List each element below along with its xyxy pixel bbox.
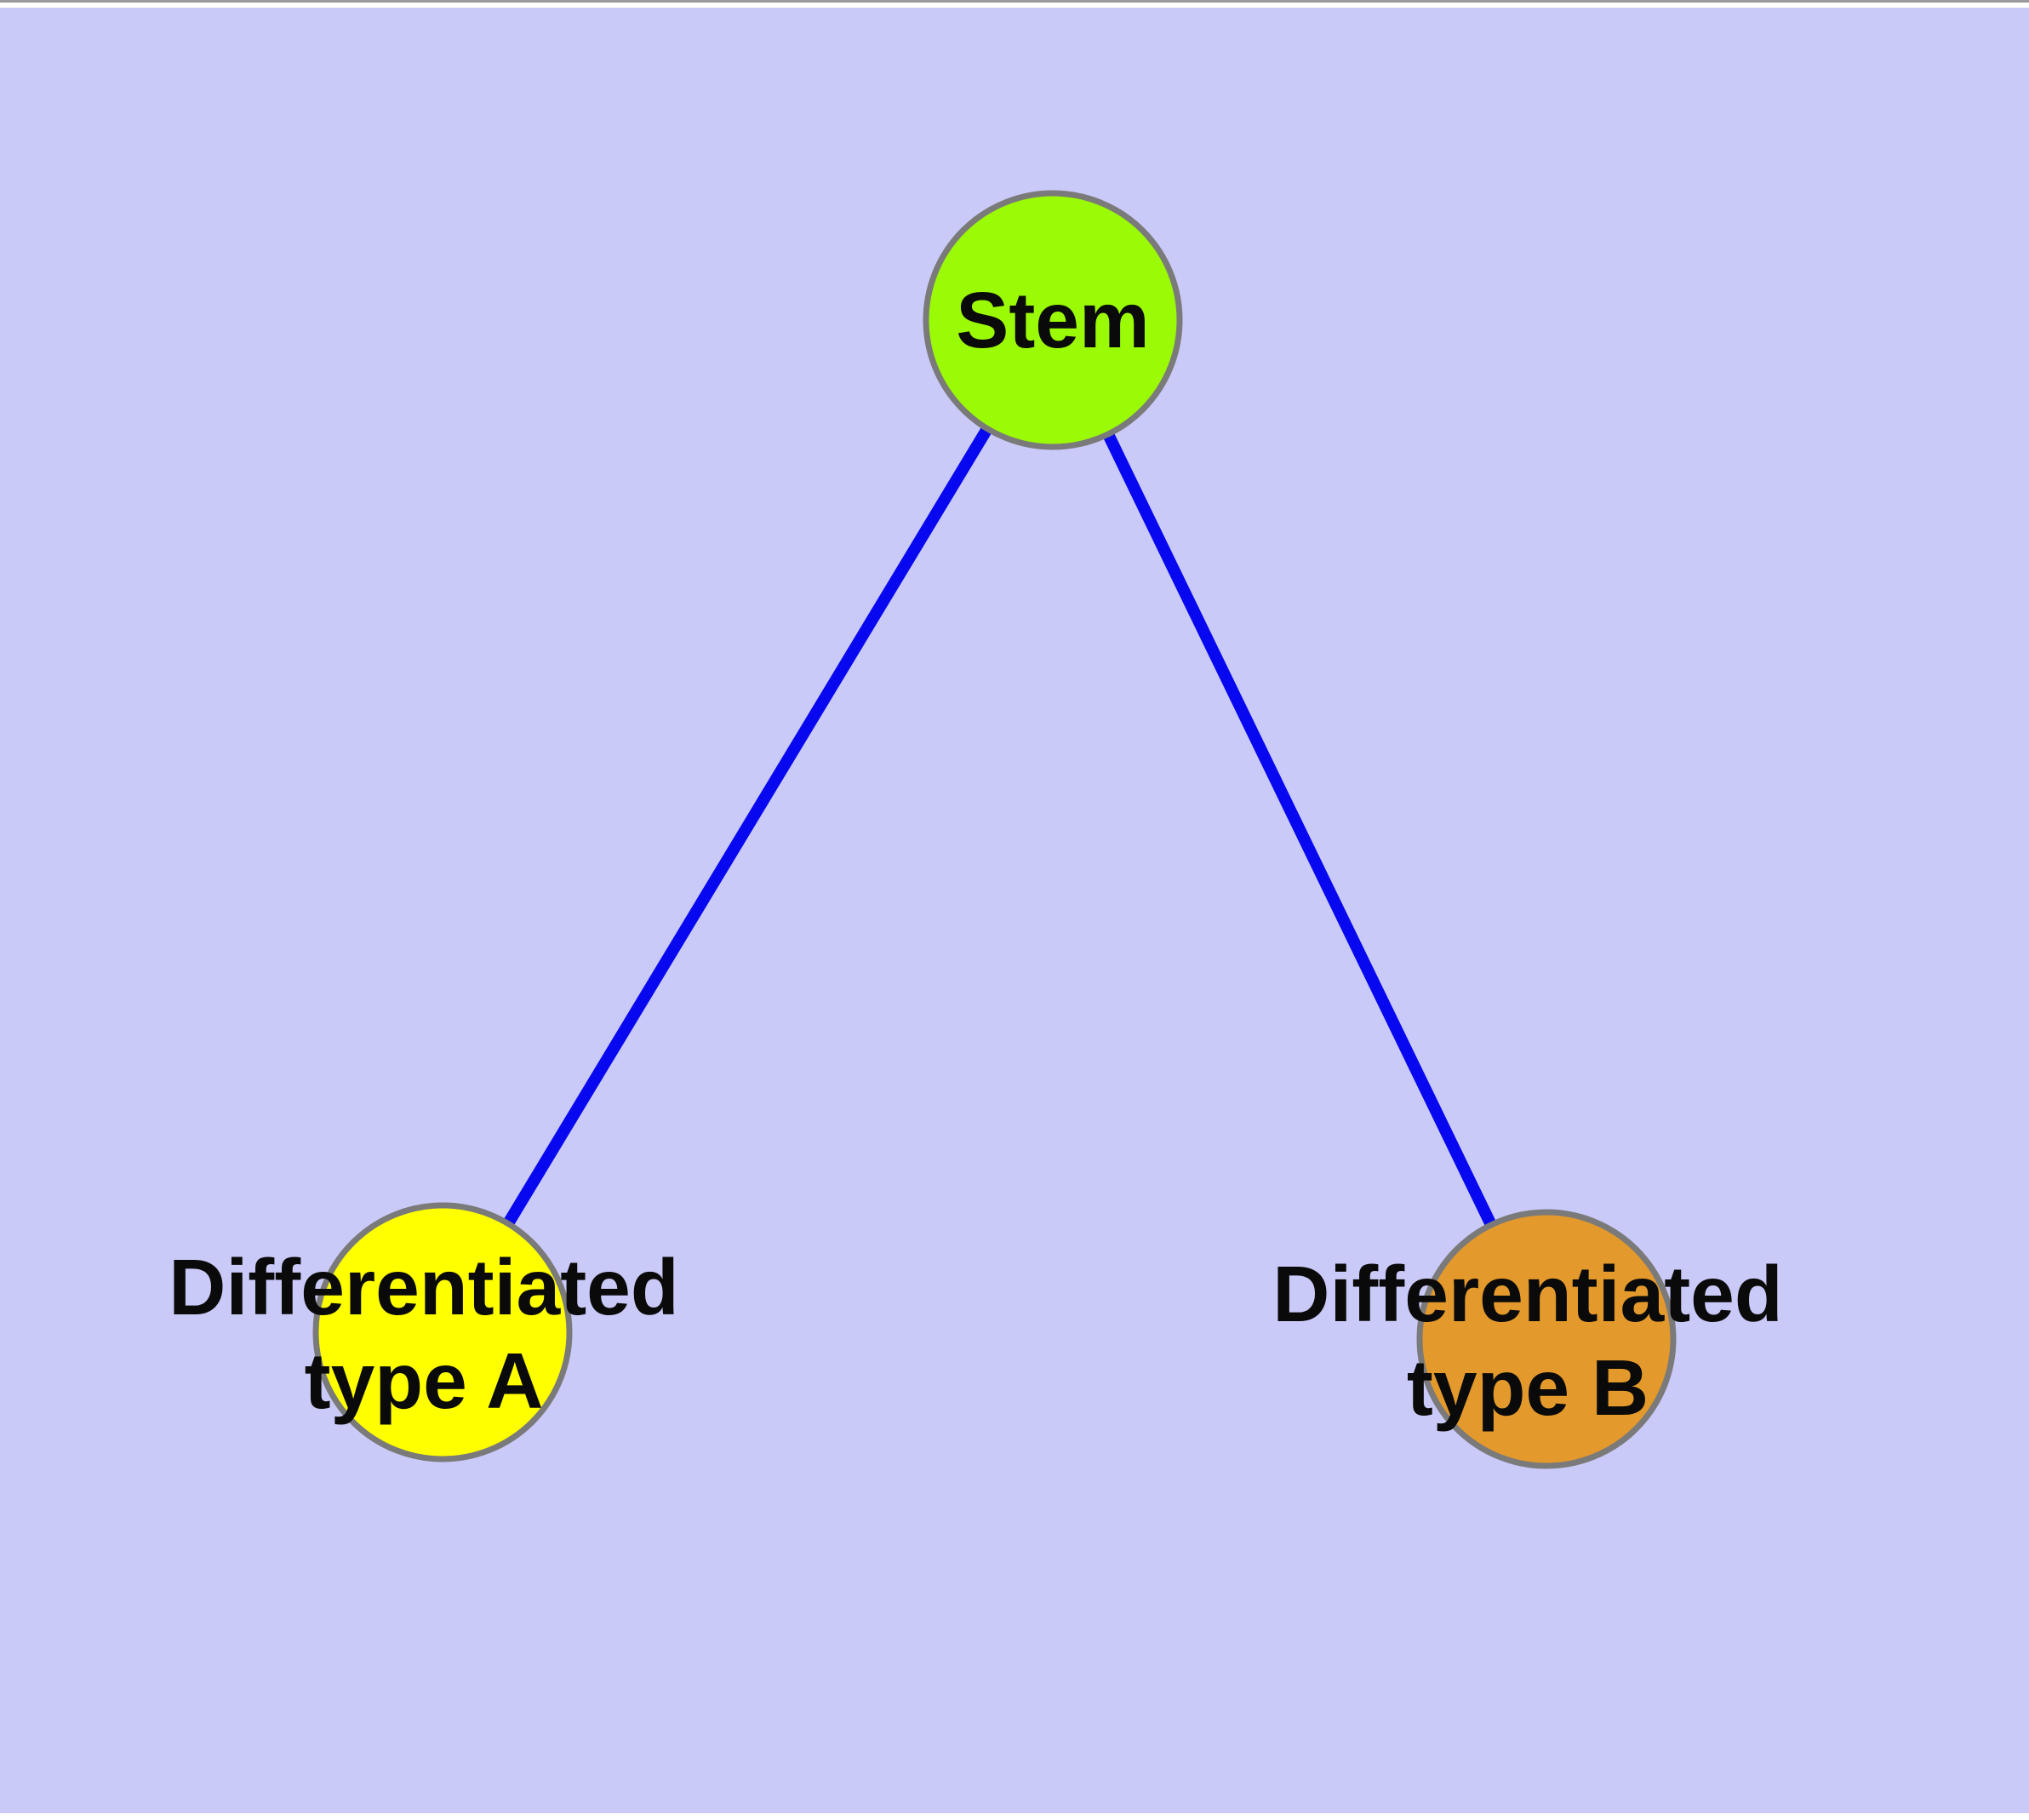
type-a-node-label: Differentiated type A: [169, 1240, 678, 1428]
type-b-label-line2: type B: [1406, 1343, 1649, 1432]
type-b-node-circle: [1416, 1209, 1677, 1469]
type-b-label-line1: Differentiated: [1272, 1250, 1783, 1338]
type-b-node-label: Differentiated type B: [1272, 1247, 1782, 1434]
type-a-node-circle: [312, 1202, 573, 1462]
edge-stem-to-type-b: [1047, 317, 1552, 1342]
top-hairline: [0, 0, 2029, 3]
stem-node-circle: [923, 190, 1183, 450]
type-a-label-line1: Differentiated: [169, 1243, 679, 1331]
type-a-label-line2: type A: [304, 1336, 544, 1425]
stem-node-label-text: Stem: [956, 276, 1150, 364]
edge-stem-to-type-a: [437, 317, 1058, 1336]
stem-node-label: Stem: [956, 273, 1149, 367]
